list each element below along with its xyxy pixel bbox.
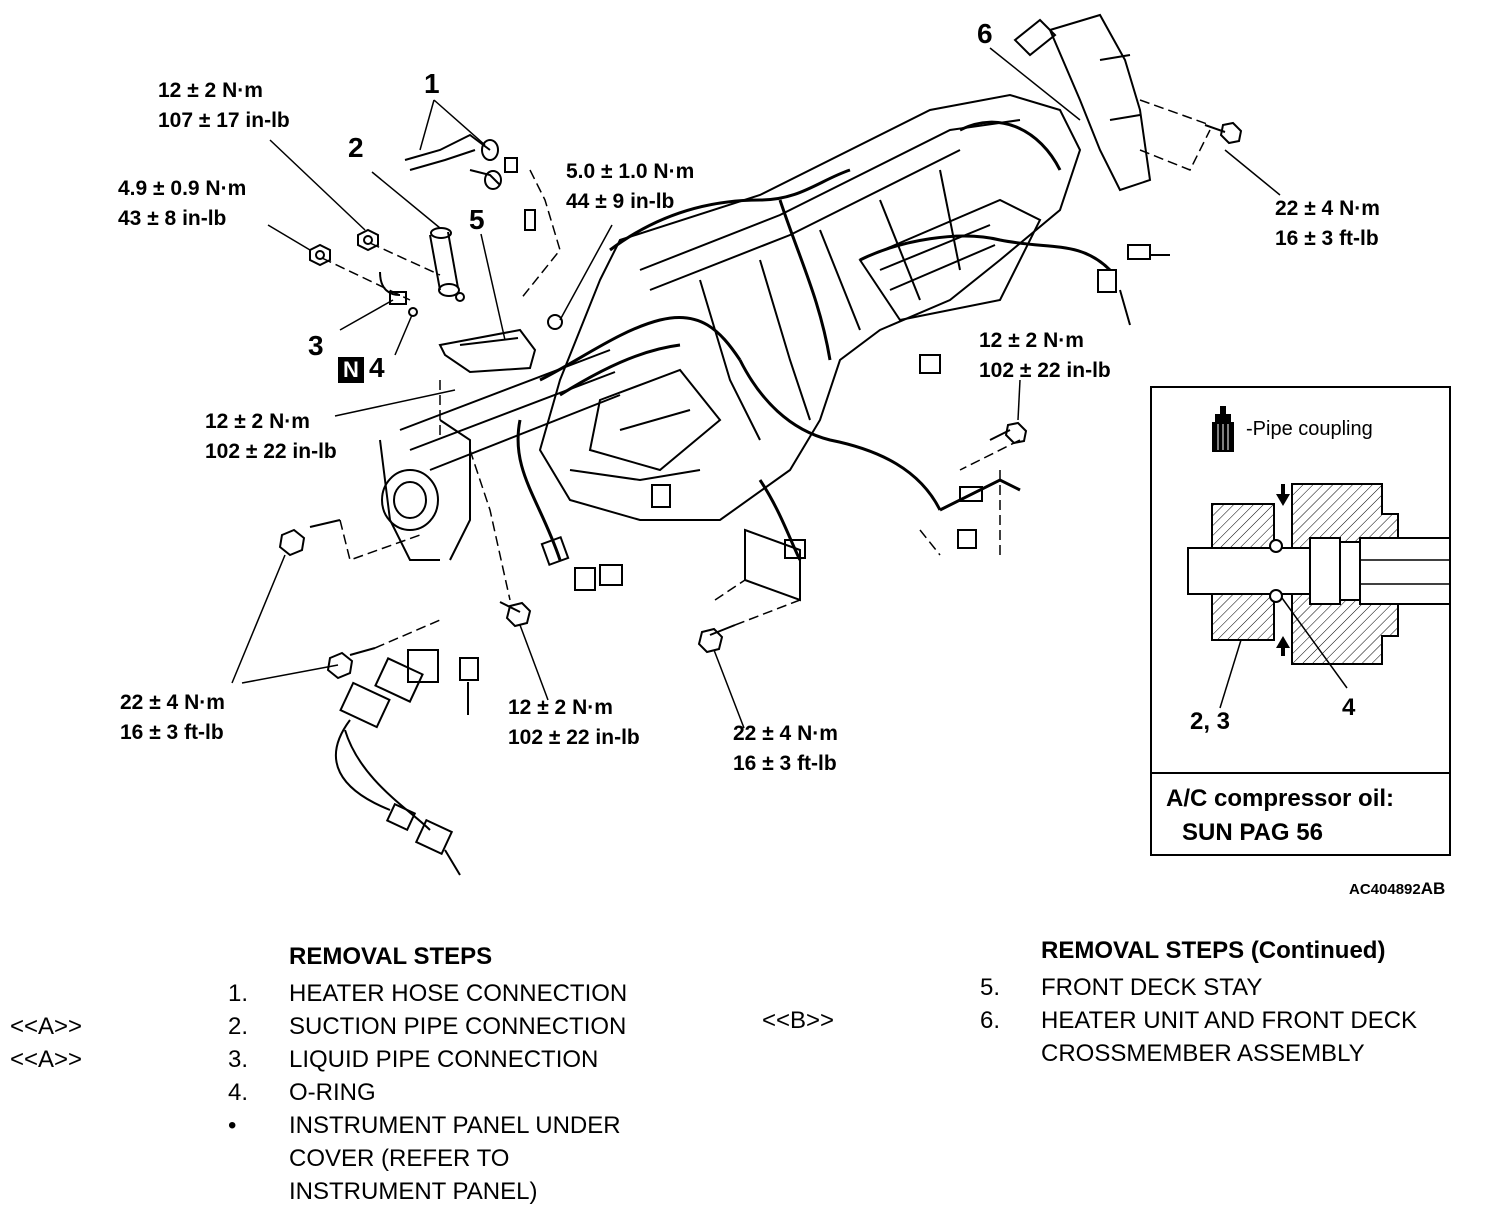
callout-3: 3 — [308, 330, 324, 361]
new-part-badge: N — [338, 357, 364, 383]
pipe-coupling-legend: -Pipe coupling — [1246, 418, 1373, 440]
step-number: 4. — [228, 1079, 249, 1106]
torque-label-bottom-right: 22 ± 4 N·m 16 ± 3 ft-lb — [733, 719, 838, 779]
torque-metric: 22 ± 4 N·m — [120, 691, 225, 714]
removal-steps-continued-title: REMOVAL STEPS (Continued) — [1041, 937, 1386, 964]
compressor-oil-note: A/C compressor oil: SUN PAG 56 — [1166, 782, 1394, 850]
torque-label-left: 4.9 ± 0.9 N·m 43 ± 8 in-lb — [118, 174, 246, 234]
torque-metric: 12 ± 2 N·m — [508, 696, 613, 719]
torque-label-stay: 5.0 ± 1.0 N·m 44 ± 9 in-lb — [566, 157, 694, 217]
oil-note-line1: A/C compressor oil: — [1166, 785, 1395, 812]
step-mark: <<B>> — [762, 1007, 835, 1034]
callout-4: 4 — [369, 352, 385, 383]
crossmember-tube — [379, 349, 621, 561]
figure-id-number: AC404892 — [1349, 881, 1421, 898]
step-number: 1. — [228, 980, 249, 1007]
step-text: HEATER UNIT AND FRONT DECK — [1041, 1007, 1418, 1034]
figure-id: AC404892AB — [1349, 879, 1445, 899]
torque-imperial: 16 ± 3 ft-lb — [733, 752, 837, 775]
torque-imperial: 16 ± 3 ft-lb — [120, 721, 224, 744]
heater-hoses — [404, 133, 536, 231]
step-text: LIQUID PIPE CONNECTION — [289, 1046, 599, 1073]
torque-label-right-top: 22 ± 4 N·m 16 ± 3 ft-lb — [1275, 194, 1380, 254]
callout-5: 5 — [469, 204, 485, 235]
connectors — [334, 244, 1170, 876]
torque-imperial: 102 ± 22 in-lb — [508, 726, 640, 749]
torque-metric: 4.9 ± 0.9 N·m — [118, 177, 247, 200]
removal-steps-title: REMOVAL STEPS — [289, 943, 493, 970]
torque-imperial: 44 ± 9 in-lb — [566, 190, 675, 213]
right-mount-bracket — [1013, 13, 1152, 192]
pipe-coupling-detail-drawing — [1187, 406, 1449, 709]
torque-imperial: 102 ± 22 in-lb — [979, 359, 1111, 382]
step-number: 6. — [980, 1007, 1001, 1034]
torque-imperial: 43 ± 8 in-lb — [118, 207, 227, 230]
step-text: INSTRUMENT PANEL UNDER — [289, 1112, 621, 1139]
figure-id-suffix: AB — [1420, 879, 1446, 898]
leader-lines — [231, 47, 1281, 729]
torque-imperial: 102 ± 22 in-lb — [205, 440, 337, 463]
step-text: SUCTION PIPE CONNECTION — [289, 1013, 627, 1040]
step-text: INSTRUMENT PANEL) — [289, 1178, 538, 1205]
oil-can-icon — [1212, 406, 1234, 452]
step-number: 2. — [228, 1013, 249, 1040]
step-text: CROSSMEMBER ASSEMBLY — [1041, 1040, 1365, 1067]
step-bullet: • — [228, 1112, 237, 1139]
alignment-lines — [321, 99, 1211, 649]
torque-imperial: 107 ± 17 in-lb — [158, 109, 290, 132]
torque-label-bottom-center: 12 ± 2 N·m 102 ± 22 in-lb — [508, 693, 640, 753]
torque-label-right-mid: 12 ± 2 N·m 102 ± 22 in-lb — [979, 326, 1111, 386]
inset-label-4: 4 — [1342, 694, 1356, 721]
torque-label-top-left: 12 ± 2 N·m 107 ± 17 in-lb — [158, 76, 290, 136]
step-text: HEATER HOSE CONNECTION — [289, 980, 628, 1007]
inset-label-2-3: 2, 3 — [1190, 708, 1231, 735]
callout-2: 2 — [348, 132, 364, 163]
torque-label-bottom-left: 22 ± 4 N·m 16 ± 3 ft-lb — [120, 688, 225, 748]
torque-metric: 22 ± 4 N·m — [1275, 197, 1380, 220]
torque-metric: 12 ± 2 N·m — [205, 410, 310, 433]
step-text: COVER (REFER TO — [289, 1145, 510, 1172]
torque-metric: 12 ± 2 N·m — [979, 329, 1084, 352]
step-number: 5. — [980, 974, 1001, 1001]
front-deck-stay — [438, 328, 537, 374]
torque-metric: 22 ± 4 N·m — [733, 722, 838, 745]
torque-label-mid-left: 12 ± 2 N·m 102 ± 22 in-lb — [205, 407, 337, 467]
step-mark: <<A>> — [10, 1013, 83, 1040]
step-number: 3. — [228, 1046, 249, 1073]
heater-unit-body — [538, 93, 1082, 521]
press-arrows — [1276, 484, 1290, 656]
callout-6: 6 — [977, 18, 993, 49]
suction-and-liquid-pipes — [379, 227, 465, 317]
torque-imperial: 16 ± 3 ft-lb — [1275, 227, 1379, 250]
torque-metric: 12 ± 2 N·m — [158, 79, 263, 102]
inset-divider — [1152, 772, 1449, 774]
callout-1: 1 — [424, 68, 440, 99]
pipe-coupling-detail-inset: -Pipe coupling 2, 3 4 A/C compressor oil… — [1150, 386, 1451, 856]
step-text: O-RING — [289, 1079, 376, 1106]
bolts-and-nuts — [278, 121, 1243, 680]
step-mark: <<A>> — [10, 1046, 83, 1073]
oil-note-line2: SUN PAG 56 — [1182, 819, 1323, 846]
torque-metric: 5.0 ± 1.0 N·m — [566, 160, 695, 183]
step-text: FRONT DECK STAY — [1041, 974, 1263, 1001]
